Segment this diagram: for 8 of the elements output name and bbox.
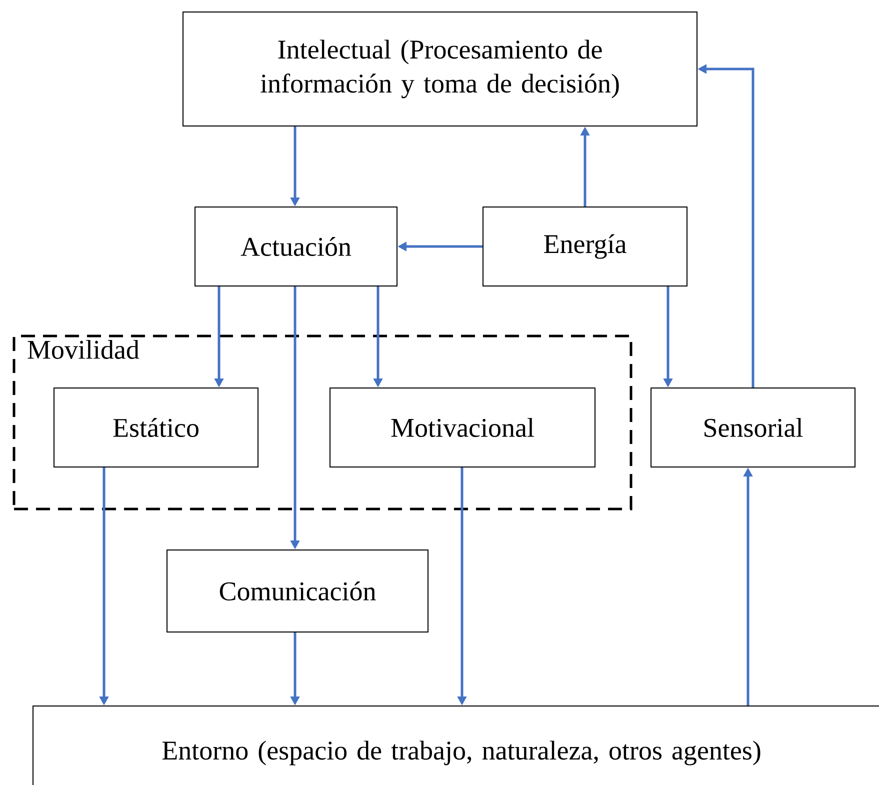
process-box: Energía: [482, 206, 688, 286]
process-box: Estático: [54, 388, 258, 468]
process-box: Sensorial: [650, 388, 856, 468]
process-box: Motivacional: [330, 388, 596, 468]
environment-box: Entorno (espacio de trabajo, naturaleza, otros agentes): [32, 706, 879, 785]
process-box: Comunicación: [166, 550, 428, 632]
process-box: Intelectual (Procesamiento de información y toma de decisión): [182, 12, 698, 126]
process-box: Actuación: [194, 206, 398, 286]
